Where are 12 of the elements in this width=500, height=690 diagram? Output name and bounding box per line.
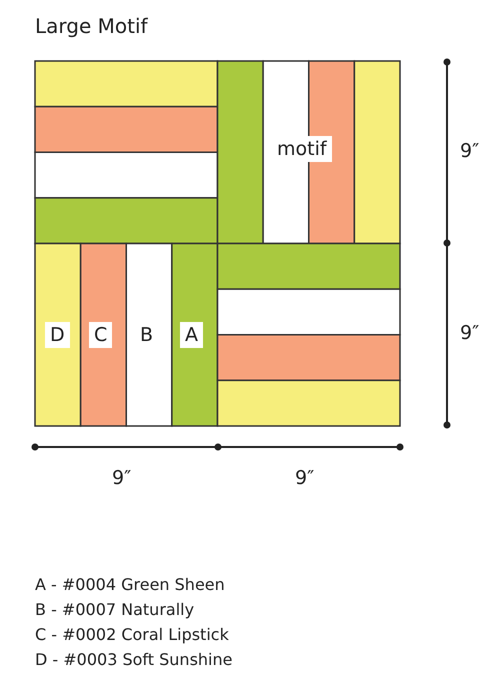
dimension-label: 9″ [112, 467, 132, 489]
title: Large Motif [35, 14, 148, 38]
legend-entry: D - #0003 Soft Sunshine [35, 650, 232, 669]
dimension-label: 9″ [295, 467, 314, 489]
legend-entry: C - #0002 Coral Lipstick [35, 625, 229, 644]
legend-entry: A - #0004 Green Sheen [35, 575, 225, 594]
strip-letter: A [180, 322, 203, 348]
legend-entry: B - #0007 Naturally [35, 600, 194, 619]
strip-letter: D [45, 322, 70, 348]
strip-letter: C [89, 322, 112, 348]
dimension-label: 9″ [460, 322, 480, 344]
dimension-label: 9″ [460, 140, 480, 162]
